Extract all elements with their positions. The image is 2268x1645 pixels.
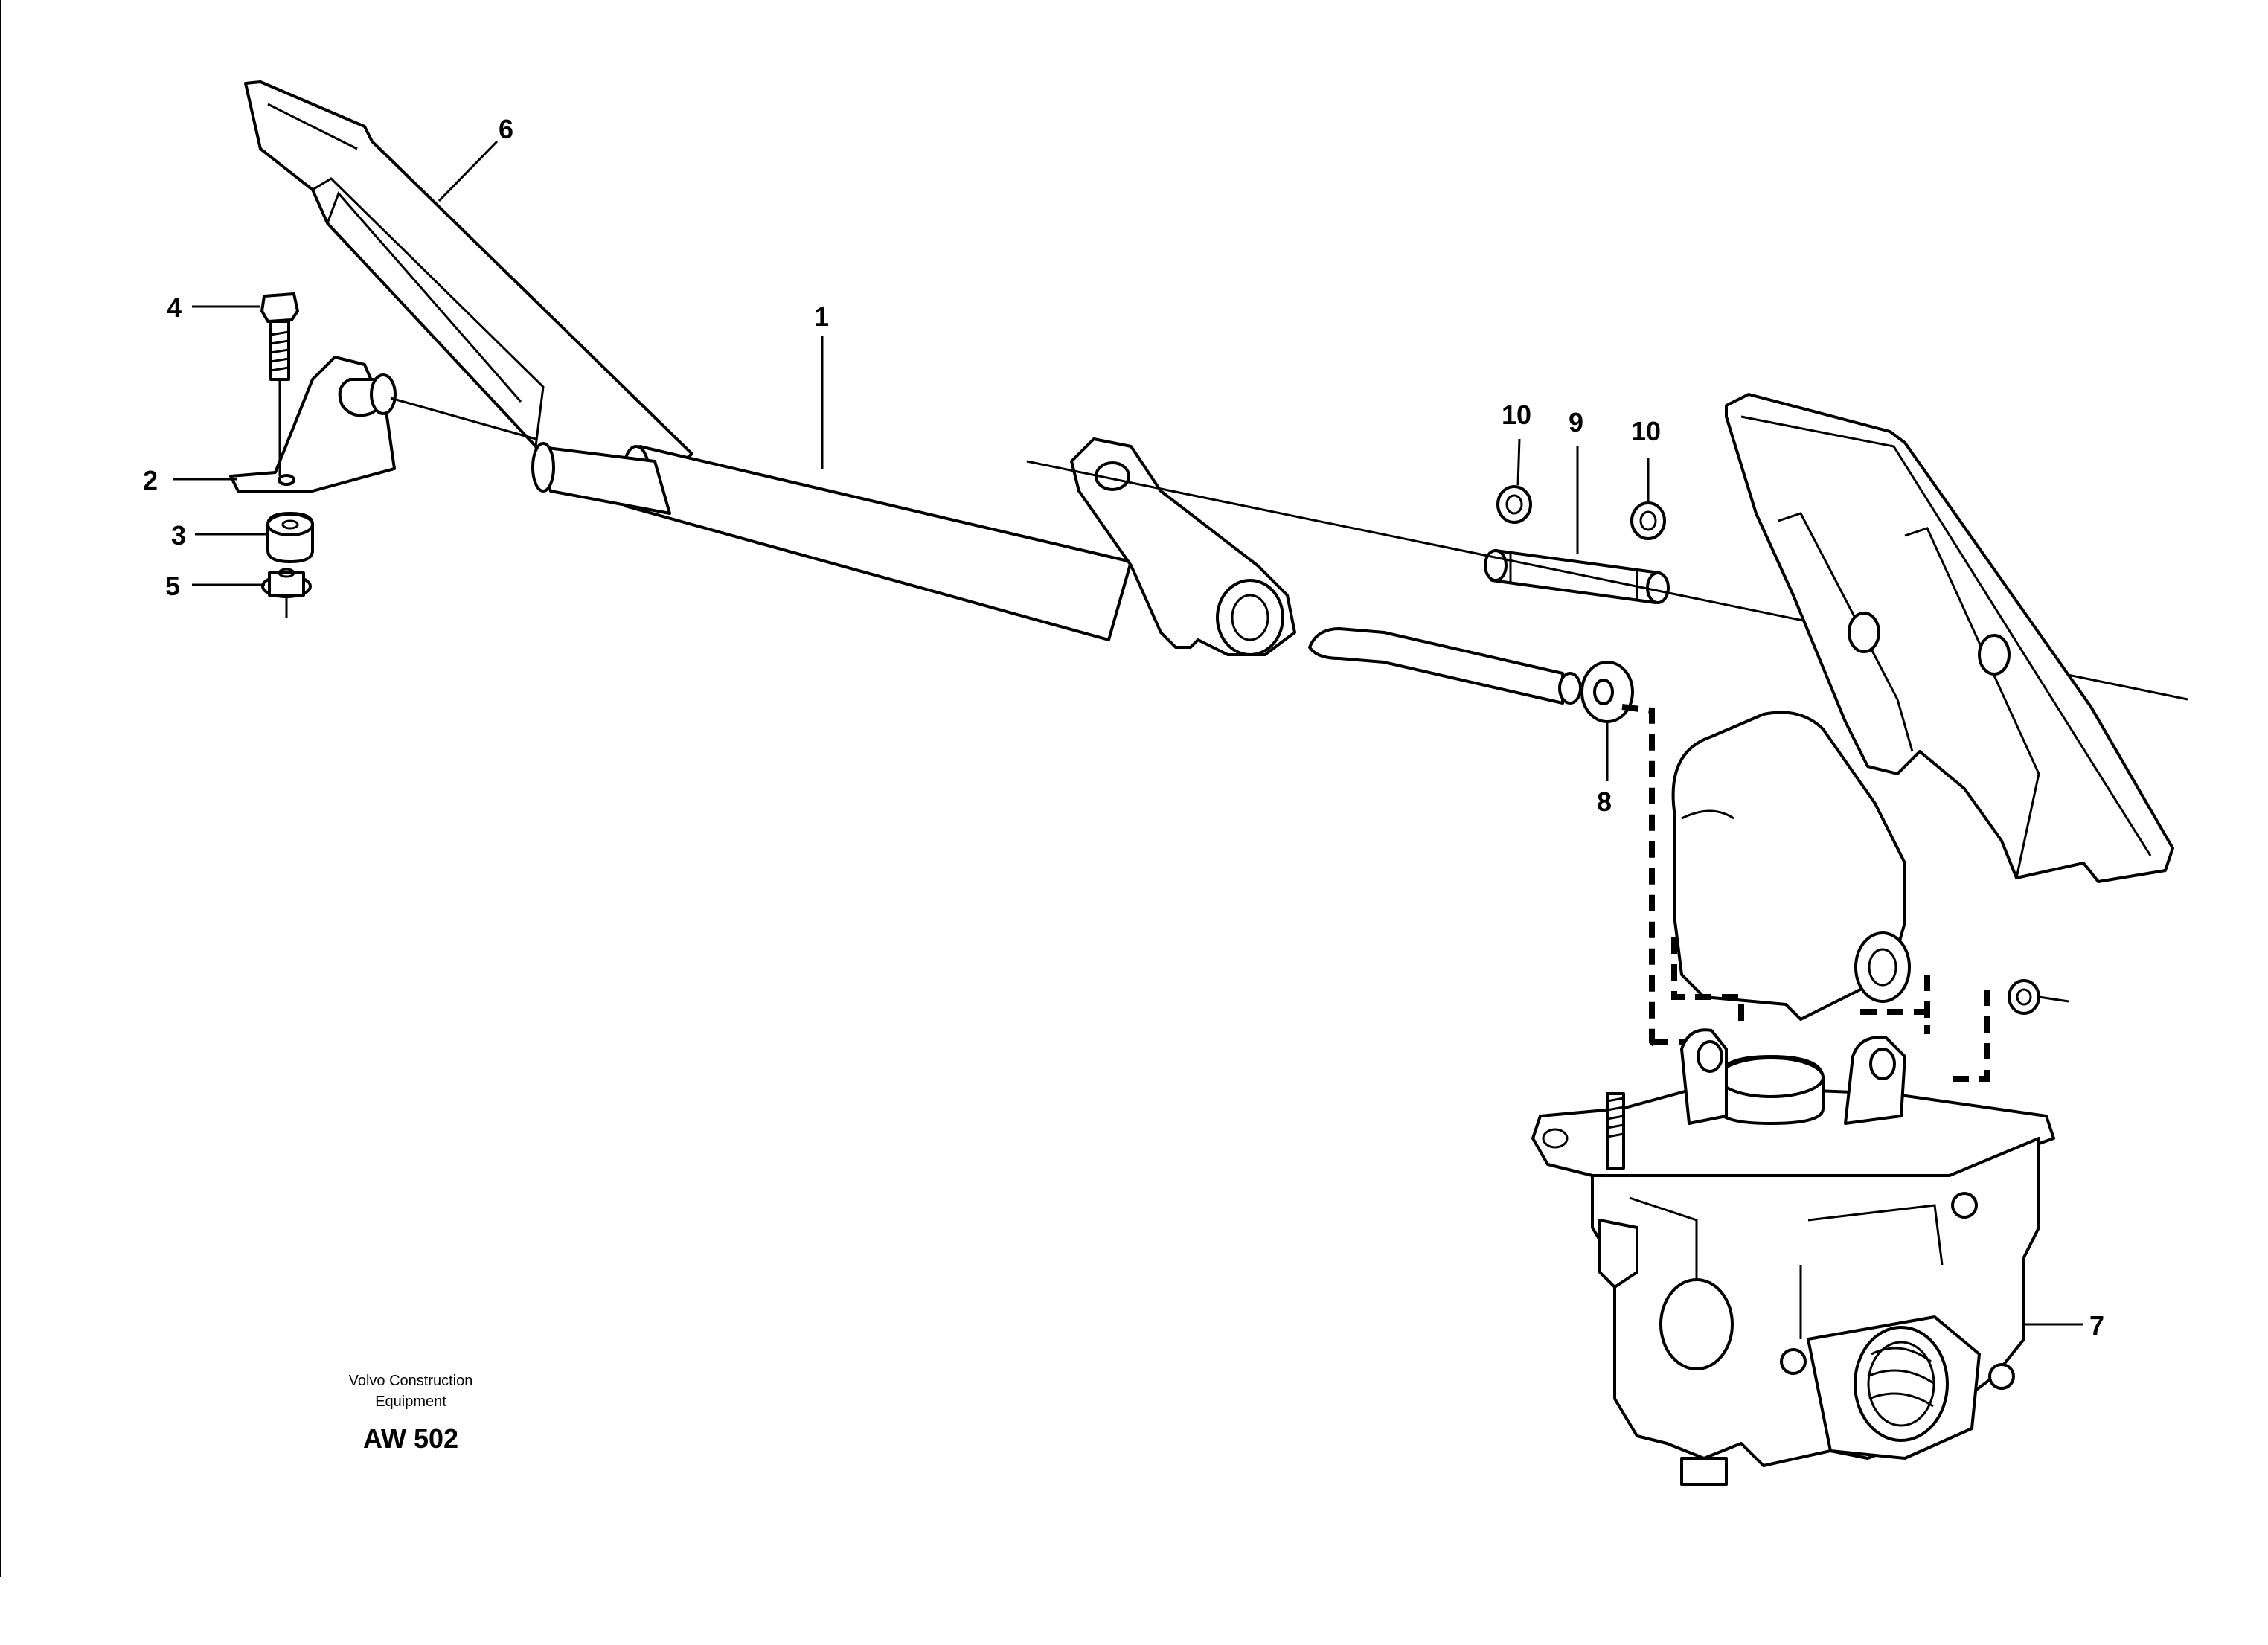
spacer [266,512,314,563]
company-line-2: Equipment [375,1394,446,1410]
callout-3: 3 [171,520,186,551]
callout-5: 5 [165,571,180,601]
callout-4: 4 [167,292,182,323]
assembly-dash-lines [1621,704,1990,1082]
cam-actuator [1671,711,1911,1021]
bolt [260,292,299,476]
leader-lines [173,140,2083,1326]
pushrod [1308,627,1582,705]
flange-nut [261,568,312,618]
callout-7: 7 [2089,1310,2104,1341]
clevis-pin [1484,549,1670,604]
retaining-clip-right [1630,501,1666,540]
right-pedal-plate [1725,393,2174,883]
callout-6: 6 [499,114,513,144]
callout-10-right: 10 [1631,416,1661,446]
small-clip [2008,979,2069,1015]
callout-2: 2 [143,465,158,496]
callout-8: 8 [1597,786,1612,817]
washer [1580,661,1634,723]
bearing-bracket [229,356,397,493]
main-shaft [531,442,1133,641]
drawing-code: AW 502 [363,1423,458,1454]
retaining-clip-left [1496,485,1532,524]
company-line-1: Volvo Construction [349,1373,473,1389]
brake-valve [1531,1028,2055,1486]
callout-10-left: 10 [1502,400,1531,430]
callout-9: 9 [1569,407,1583,437]
callout-1: 1 [814,301,829,332]
lever-arm [1070,437,1296,656]
